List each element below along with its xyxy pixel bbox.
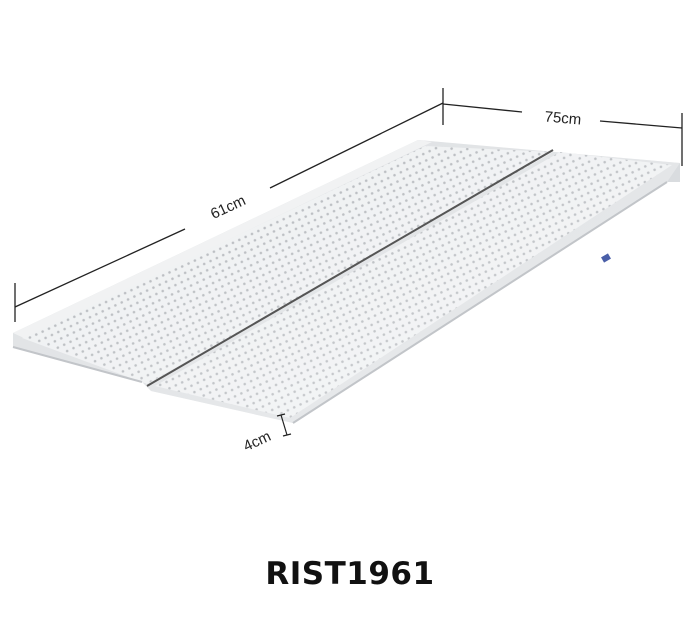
width-label: 75cm [544, 108, 582, 128]
length-label: 61cm [208, 192, 248, 223]
height-label: 4cm [241, 428, 274, 455]
length-dimension [14, 88, 444, 322]
height-dimension [276, 413, 292, 437]
ramp-seam [146, 149, 554, 387]
product-code: RIST1961 [265, 556, 435, 592]
width-dimension [442, 103, 683, 166]
ramp [12, 140, 680, 424]
ramp-label-sticker [601, 253, 611, 263]
